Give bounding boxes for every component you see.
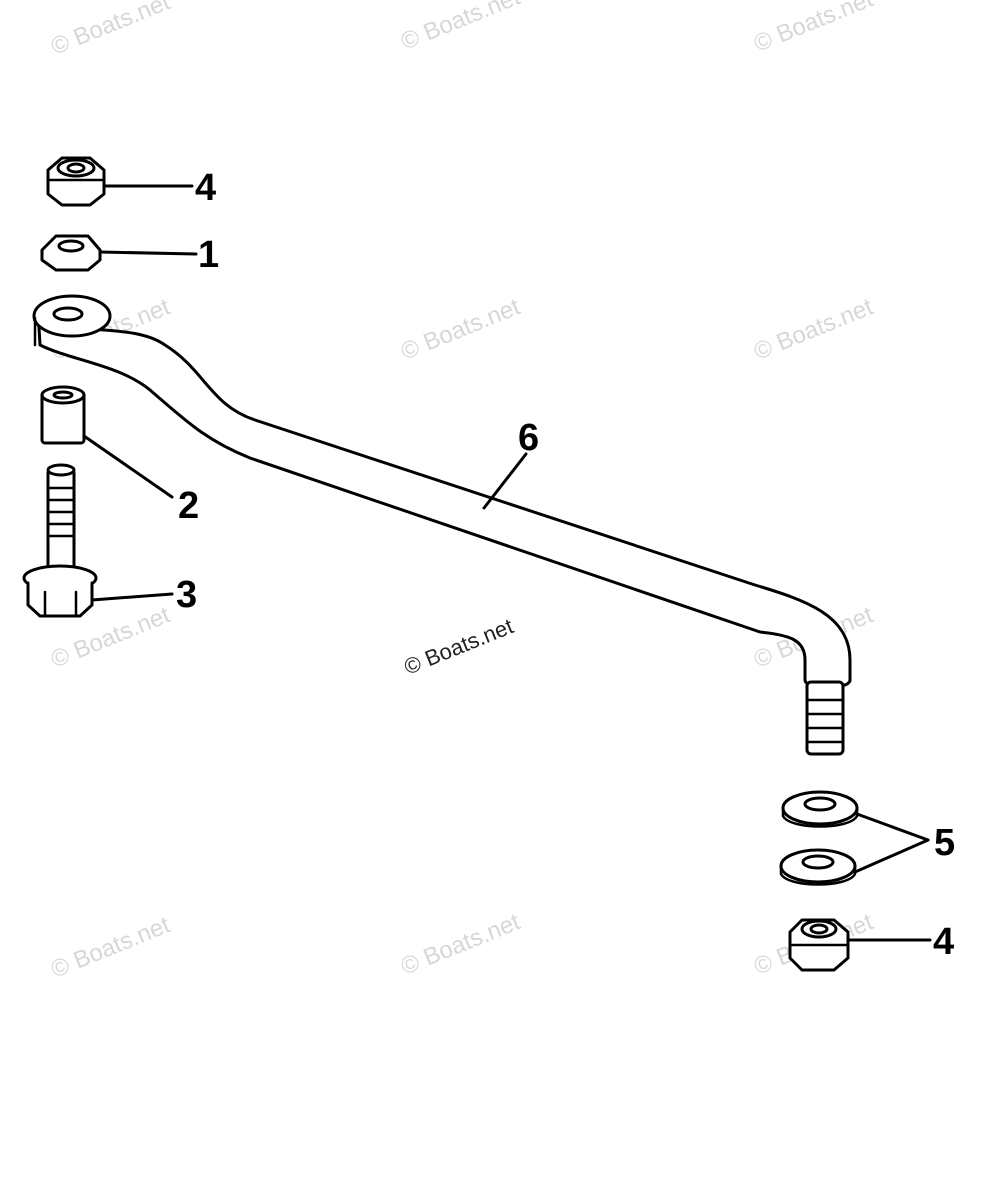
leader-part-6 (482, 452, 528, 510)
leader-part-5-b (853, 838, 930, 874)
washer-lower (779, 848, 857, 886)
callout-part-6: 6 (518, 417, 539, 459)
washer-upper (781, 790, 859, 828)
link-rod (32, 294, 852, 756)
callout-part-1: 1 (198, 234, 219, 276)
callout-part-4-bottom: 4 (933, 921, 954, 963)
watermark: © Boats.net (397, 293, 524, 365)
spacer-bushing (40, 385, 86, 445)
callout-part-4-top: 4 (195, 167, 216, 209)
leader-lines (82, 184, 932, 942)
watermark: © Boats.net (397, 0, 524, 56)
flanged-bolt (22, 463, 98, 618)
watermark: © Boats.net (750, 293, 877, 365)
watermark: © Boats.net (397, 908, 524, 980)
watermark: © Boats.net (47, 911, 174, 983)
copyright-mark: © Boats.net (401, 613, 517, 679)
callout-part-3: 3 (176, 574, 197, 616)
locknut-bottom (788, 918, 850, 972)
watermark: © Boats.net (750, 0, 877, 58)
leader-part-1 (98, 250, 198, 256)
leader-part-3 (90, 592, 174, 602)
watermark: © Boats.net (47, 0, 174, 61)
hex-nut (40, 234, 102, 272)
leader-part-2 (82, 434, 174, 499)
locknut-top (46, 156, 106, 207)
callout-part-2: 2 (178, 485, 199, 527)
link-rod-eye-hole (52, 306, 84, 322)
callout-part-5: 5 (934, 822, 955, 864)
leader-part-5-a (855, 812, 930, 842)
